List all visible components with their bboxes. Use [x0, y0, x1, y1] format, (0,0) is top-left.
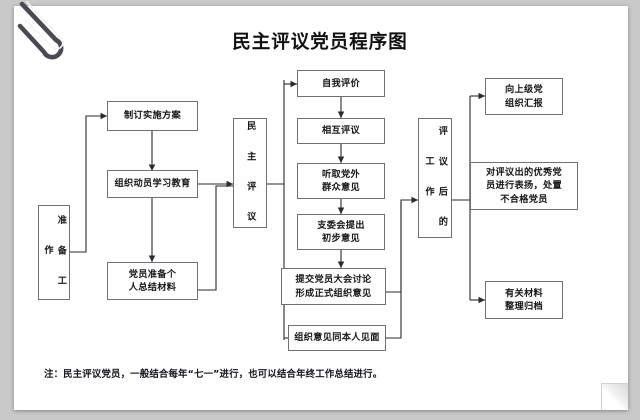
node-archive-line2: 整理归档	[505, 301, 543, 312]
node-mutual-evaluation[interactable]: 相互评议	[297, 118, 385, 144]
node-self-evaluation[interactable]: 自我评价	[297, 70, 385, 97]
page-curl-icon	[601, 383, 628, 410]
node-reward-line3: 不合格党员	[500, 193, 548, 205]
stage-appraisal[interactable]: 民 主 评 议	[233, 118, 267, 228]
page-title: 民主评议党员程序图	[232, 32, 408, 53]
node-outside-opinion-line2: 群众意见	[322, 182, 360, 193]
node-archive-line1: 有关材料	[505, 287, 543, 299]
node-member-summary[interactable]: 党员准备个 人总结材料	[107, 262, 198, 300]
node-member-summary-line2: 人总结材料	[128, 282, 177, 293]
node-report-to-superior[interactable]: 向上级党 组织汇报	[485, 78, 563, 115]
node-outside-opinion-line1: 听取党外	[322, 168, 360, 180]
node-party-meeting-discussion[interactable]: 提交党员大会讨论 形成正式组织意见	[281, 268, 386, 305]
node-reward-line2: 员进行表扬，处置	[486, 180, 562, 192]
node-archive-materials[interactable]: 有关材料 整理归档	[485, 281, 563, 319]
node-outside-opinion[interactable]: 听取党外 群众意见	[297, 163, 385, 199]
node-reward-line1: 对评议出的优秀党	[486, 166, 562, 178]
footnote: 注：民主评议党员，一般结合每年“七一”进行，也可以结合年终工作总结进行。	[44, 369, 383, 380]
node-report-line1: 向上级党	[505, 84, 543, 96]
stage-preparation[interactable]: 准 备 工 作	[38, 205, 70, 300]
node-mobilize[interactable]: 组织动员学习教育	[107, 170, 198, 198]
node-party-meeting-line2: 形成正式组织意见	[295, 287, 372, 299]
node-reward-and-discipline[interactable]: 对评议出的优秀党 员进行表扬，处置 不合格党员	[470, 162, 578, 210]
node-report-line2: 组织汇报	[505, 97, 543, 109]
node-plan[interactable]: 制订实施方案	[107, 101, 198, 131]
node-opinion-feedback[interactable]: 组织意见同本人见面	[288, 325, 386, 351]
node-branch-opinion-line1: 支委会提出	[317, 219, 365, 231]
node-party-meeting-line1: 提交党员大会讨论	[295, 274, 372, 286]
node-branch-committee-opinion[interactable]: 支委会提出 初步意见	[297, 214, 385, 250]
node-member-summary-line1: 党员准备个	[128, 268, 177, 280]
stage-post-appraisal[interactable]: 评 议 后 的 工 作	[418, 118, 452, 238]
node-branch-opinion-line2: 初步意见	[322, 233, 360, 244]
